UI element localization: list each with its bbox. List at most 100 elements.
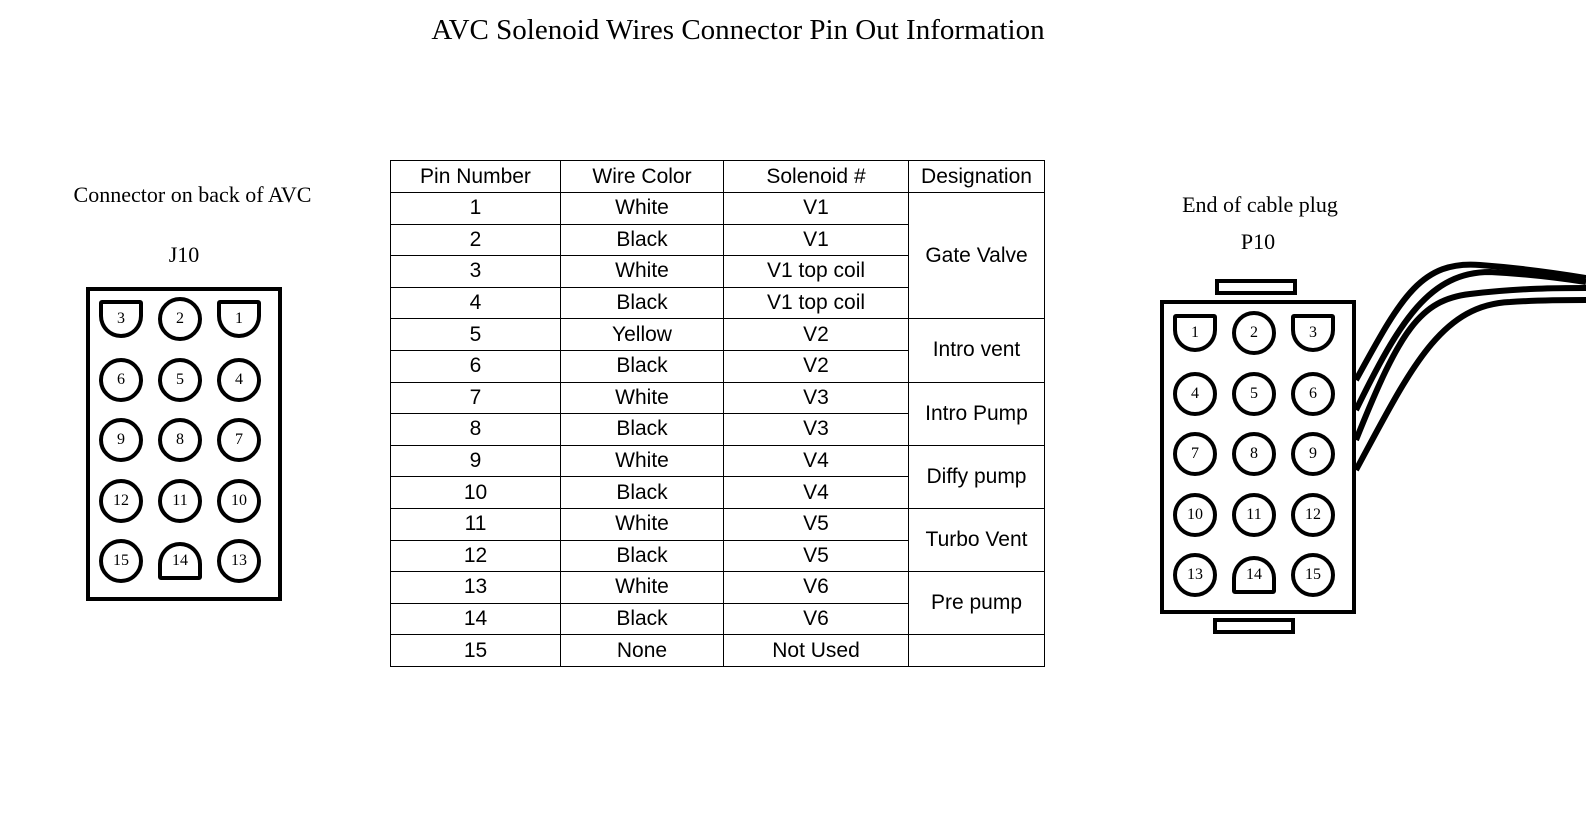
solenoid-number: V3: [723, 381, 909, 415]
wire-color: White: [560, 255, 724, 288]
wire-color: Yellow: [560, 318, 724, 351]
bottom-latch-tab: [1213, 618, 1295, 634]
page-title: AVC Solenoid Wires Connector Pin Out Inf…: [431, 14, 1045, 46]
column-header: Wire Color: [560, 160, 724, 193]
pin-number: 13: [390, 571, 561, 604]
designation: [908, 634, 1045, 667]
solenoid-number: V2: [723, 318, 909, 351]
right-connector-caption: End of cable plug: [1182, 192, 1338, 217]
pin-6: 6: [99, 357, 143, 402]
pin-number: 11: [390, 507, 561, 541]
wire-color: Black: [560, 602, 724, 636]
pin-11: 11: [1232, 492, 1276, 537]
top-latch-tab: [1215, 279, 1297, 295]
pin-8: 8: [158, 418, 202, 462]
column-header: Solenoid #: [723, 160, 909, 193]
pin-15: 15: [1291, 553, 1335, 597]
pin-6: 6: [1291, 371, 1335, 416]
pin-15: 15: [99, 539, 143, 583]
designation: Intro Pump: [908, 381, 1045, 446]
designation: Turbo Vent: [908, 507, 1045, 573]
pin-number: 4: [390, 286, 561, 320]
pin-8: 8: [1232, 432, 1276, 476]
wire-color: White: [560, 507, 724, 541]
pin-4: 4: [1173, 371, 1217, 416]
pin-5: 5: [1232, 371, 1276, 416]
solenoid-number: V4: [723, 444, 909, 478]
solenoid-number: V5: [723, 507, 909, 541]
pin-number: 8: [390, 413, 561, 446]
wire-color: Black: [560, 476, 724, 509]
pin-12: 12: [99, 478, 143, 523]
pin-number: 10: [390, 476, 561, 509]
solenoid-number: V1: [723, 223, 909, 257]
pin-number: 3: [390, 255, 561, 288]
pin-11: 11: [158, 478, 202, 523]
pin-number: 7: [390, 381, 561, 415]
pin-4: 4: [217, 357, 261, 402]
designation: Gate Valve: [908, 191, 1045, 320]
pin-13: 13: [1173, 553, 1217, 597]
pin-number: 6: [390, 349, 561, 383]
pin-10: 10: [1173, 492, 1217, 537]
solenoid-number: V1: [723, 192, 909, 225]
pin-13: 13: [217, 539, 261, 583]
pin-number: 1: [390, 192, 561, 225]
wire-color: Black: [560, 539, 724, 573]
wire-color: White: [560, 571, 724, 604]
pin-1: 1: [1173, 314, 1217, 352]
solenoid-number: V1 top coil: [723, 286, 909, 320]
pin-10: 10: [217, 478, 261, 523]
pin-9: 9: [1291, 432, 1335, 476]
designation: Intro vent: [908, 318, 1045, 383]
left-connector-caption: Connector on back of AVC: [73, 182, 312, 207]
pin-5: 5: [158, 357, 202, 402]
pin-1: 1: [217, 300, 261, 338]
pin-7: 7: [217, 418, 261, 462]
pin-3: 3: [1291, 314, 1335, 352]
solenoid-number: V6: [723, 571, 909, 604]
pin-number: 5: [390, 318, 561, 351]
wire-color: Black: [560, 223, 724, 257]
pin-14: 14: [158, 542, 202, 580]
pin-number: 2: [390, 223, 561, 257]
pin-7: 7: [1173, 432, 1217, 476]
solenoid-number: V2: [723, 349, 909, 383]
wire-color: Black: [560, 349, 724, 383]
wire-color: White: [560, 444, 724, 478]
pin-3: 3: [99, 300, 143, 338]
left-connector-id: J10: [168, 242, 200, 267]
wire-color: Black: [560, 413, 724, 446]
pin-number: 14: [390, 602, 561, 636]
solenoid-number: V6: [723, 602, 909, 636]
pin-2: 2: [1232, 311, 1276, 355]
j10-connector: [86, 287, 282, 601]
pin-number: 15: [390, 634, 561, 667]
wire-color: None: [560, 634, 724, 667]
pin-9: 9: [99, 418, 143, 462]
solenoid-number: V3: [723, 413, 909, 446]
solenoid-number: V4: [723, 476, 909, 509]
pin-number: 12: [390, 539, 561, 573]
column-header: Pin Number: [390, 160, 561, 193]
pin-number: 9: [390, 444, 561, 478]
solenoid-number: Not Used: [723, 634, 909, 667]
wire-color: White: [560, 381, 724, 415]
solenoid-number: V5: [723, 539, 909, 573]
pin-14: 14: [1232, 556, 1276, 594]
solenoid-number: V1 top coil: [723, 255, 909, 288]
pin-12: 12: [1291, 492, 1335, 537]
designation: Diffy pump: [908, 444, 1045, 509]
